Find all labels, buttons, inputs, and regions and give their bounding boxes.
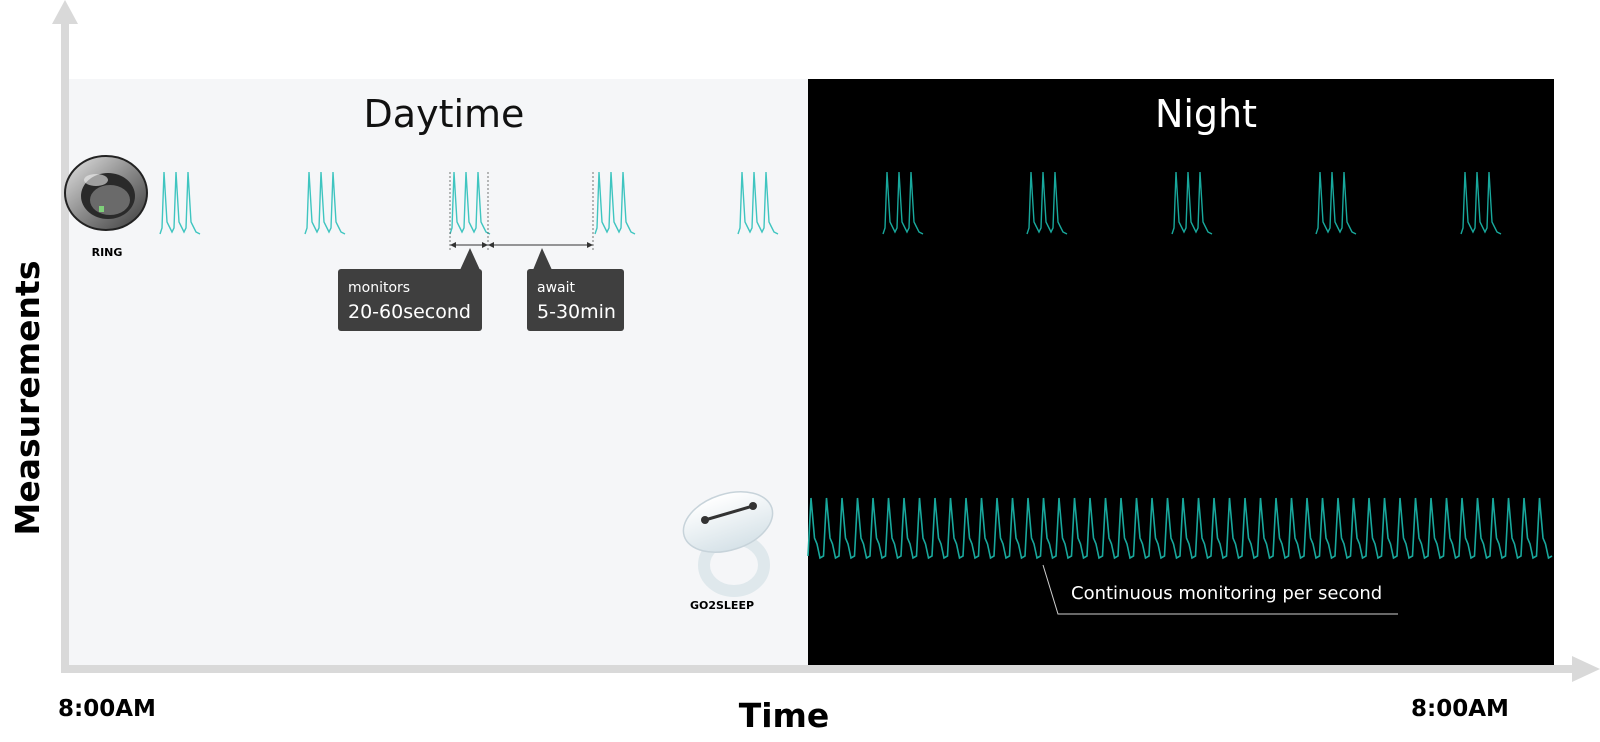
await-caption: await bbox=[537, 280, 575, 296]
x-axis-label: Time bbox=[739, 696, 830, 735]
x-axis bbox=[61, 656, 1600, 682]
continuous-annotation: Continuous monitoring per second bbox=[1042, 564, 1398, 615]
night-title: Night bbox=[1155, 92, 1257, 136]
continuous-waveform bbox=[807, 497, 1553, 560]
ring-burst bbox=[159, 171, 201, 235]
x-end-label: 8:00AM bbox=[1411, 696, 1509, 722]
await-value: 5-30min bbox=[537, 301, 616, 323]
go2sleep-label: GO2SLEEP bbox=[690, 599, 754, 612]
daytime-title: Daytime bbox=[364, 92, 525, 136]
ring-burst bbox=[882, 171, 924, 235]
y-axis-label: Measurements bbox=[8, 261, 47, 536]
monitors-caption: monitors bbox=[348, 280, 410, 296]
ring-burst bbox=[737, 171, 779, 235]
monitors-callout: monitors 20-60second bbox=[338, 248, 482, 331]
ring-burst bbox=[304, 171, 346, 235]
ring-device-icon bbox=[64, 155, 148, 231]
night-region bbox=[808, 79, 1554, 665]
x-start-label: 8:00AM bbox=[58, 696, 156, 722]
y-axis bbox=[52, 0, 78, 670]
daytime-region bbox=[66, 79, 808, 665]
ring-burst bbox=[1171, 171, 1213, 235]
ring-burst bbox=[1315, 171, 1357, 235]
ring-bursts bbox=[159, 171, 1502, 235]
duration-markers bbox=[449, 172, 594, 250]
ring-burst bbox=[594, 171, 636, 235]
ring-burst bbox=[449, 171, 491, 235]
ring-burst bbox=[1026, 171, 1068, 235]
continuous-caption: Continuous monitoring per second bbox=[1071, 583, 1382, 604]
monitors-value: 20-60second bbox=[348, 301, 471, 323]
ring-burst bbox=[1460, 171, 1502, 235]
go2sleep-device-icon bbox=[682, 491, 774, 597]
ring-label: RING bbox=[92, 246, 123, 259]
await-callout: await 5-30min bbox=[527, 248, 624, 331]
